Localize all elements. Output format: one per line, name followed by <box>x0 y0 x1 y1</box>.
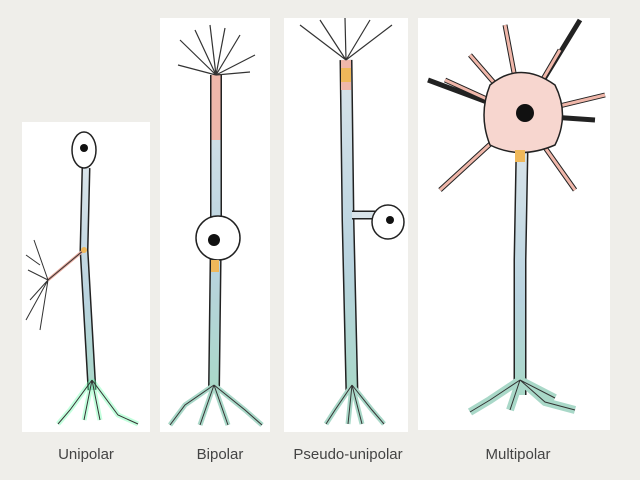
nucleus <box>80 144 88 152</box>
nucleus <box>386 216 394 224</box>
nucleus <box>516 104 534 122</box>
label-pseudo-unipolar: Pseudo-unipolar <box>293 446 403 463</box>
label-unipolar: Unipolar <box>58 446 114 463</box>
unipolar-neuron <box>22 122 150 432</box>
bipolar-neuron <box>160 18 270 432</box>
multipolar-neuron <box>418 18 610 430</box>
nucleus <box>208 234 220 246</box>
label-multipolar: Multipolar <box>485 446 551 463</box>
pseudo-unipolar-neuron <box>284 17 408 432</box>
label-bipolar: Bipolar <box>196 446 244 463</box>
